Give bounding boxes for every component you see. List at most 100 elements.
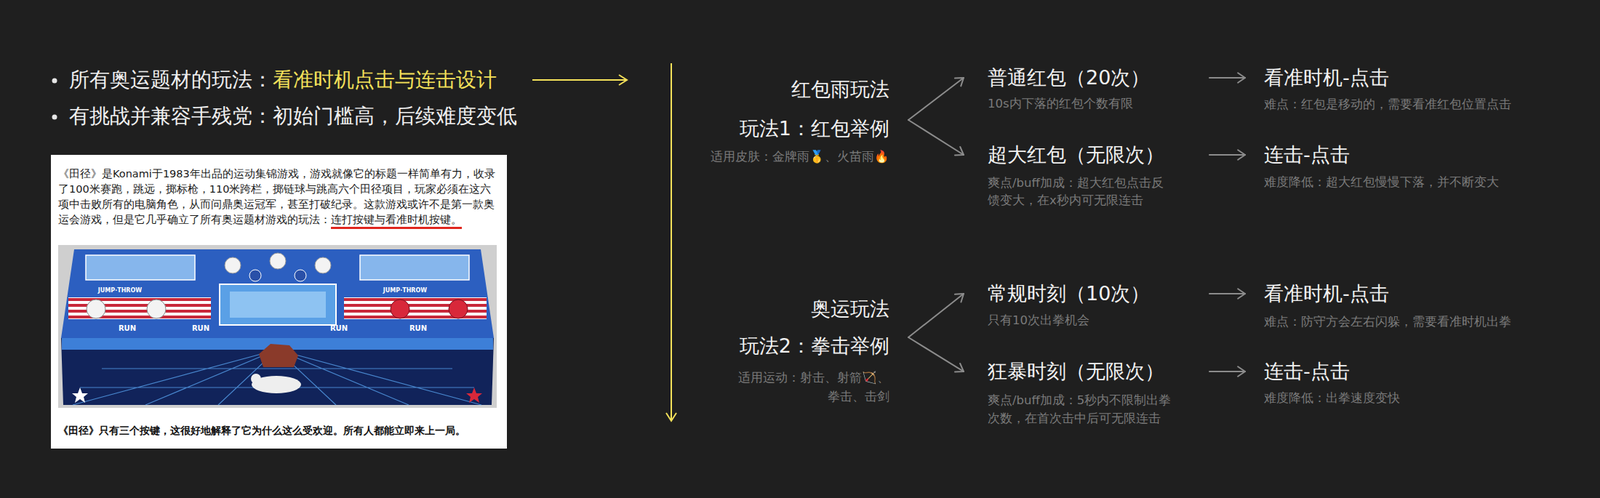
- step-note: 难点：防守方会左右闪躲，需要看准时机出拳: [1264, 314, 1584, 331]
- info-plate: [360, 255, 470, 280]
- step-title: 看准时机-点击: [1264, 64, 1586, 91]
- connector-line: [908, 120, 964, 155]
- connector-line: [1209, 154, 1246, 156]
- connector-line: [908, 293, 964, 338]
- step-title: 连击-点击: [1264, 358, 1586, 385]
- step-title: 看准时机-点击: [1264, 280, 1586, 307]
- mode-group: 奥运玩法玩法2：拳击举例适用运动：射击、射箭🏹、拳击、击剑: [676, 296, 909, 407]
- step-item: 常规时刻（10次） 只有10次出拳机会: [963, 280, 1210, 329]
- arcade-panel-illustration: [58, 245, 497, 408]
- step-title: 狂暴时刻（无限次）: [987, 358, 1210, 385]
- panel-label: RUN: [409, 324, 427, 334]
- article-panel: 《田径》是Konami于1983年出品的运动集锦游戏，游戏就像它的标题一样简单有…: [50, 154, 507, 449]
- center-plate: [219, 284, 336, 326]
- center-plate-inner: [229, 291, 326, 318]
- white-button: [269, 253, 286, 270]
- step-title: 连击-点击: [1264, 141, 1586, 168]
- bullet-text: 有挑战并兼容手残党：初始门槛高，后续难度变低: [69, 104, 518, 128]
- panel-label: JUMP·THROW: [98, 287, 142, 295]
- info-plate: [85, 255, 195, 280]
- step-note: 10s内下落的红包个数有限: [987, 96, 1206, 112]
- connector: [908, 293, 964, 338]
- group-title: 奥运玩法: [676, 296, 890, 323]
- yellow-arrow-line: [532, 79, 627, 81]
- bullet-dot: [52, 114, 58, 120]
- mode-group: 红包雨玩法玩法1：红包举例适用皮肤：金牌雨🥇、火苗雨🔥: [676, 76, 909, 166]
- highlight-text: 看准时机点击与连击设计: [272, 67, 497, 92]
- white-button: [314, 257, 331, 274]
- step-title: 超大红包（无限次）: [987, 141, 1210, 168]
- connector-line: [908, 337, 964, 372]
- article-text: 《田径》是Konami于1983年出品的运动集锦游戏，游戏就像它的标题一样简单有…: [58, 166, 499, 228]
- runner-head: [250, 373, 262, 384]
- arrowhead: [954, 146, 964, 155]
- panel-label: JUMP·THROW: [383, 287, 427, 295]
- group-title: 红包雨玩法: [676, 76, 890, 103]
- bullet-line: 有挑战并兼容手残党：初始门槛高，后续难度变低: [69, 101, 518, 131]
- yellow-arrowhead: [666, 413, 677, 422]
- photo-ground: [58, 245, 497, 408]
- panel-label: RUN: [330, 324, 348, 334]
- step-item: 连击-点击难度降低：超大红包慢慢下落，并不断变大: [1245, 141, 1586, 191]
- connector-line: [908, 77, 964, 120]
- connector: [908, 337, 964, 373]
- connector: [908, 120, 964, 155]
- panel-label: RUN: [118, 324, 136, 334]
- red-underline: [330, 226, 462, 230]
- connector: [1209, 288, 1246, 299]
- connector: [1209, 366, 1246, 377]
- yellow-vertical-line: [670, 63, 672, 421]
- group-note: 适用运动：射击、射箭🏹、拳击、击剑: [730, 368, 890, 407]
- panel-label: RUN: [192, 324, 210, 334]
- bullet-line: 所有奥运题材的玩法：看准时机点击与连击设计: [69, 65, 497, 95]
- stripe-ground: [68, 297, 211, 320]
- group-subtitle: 玩法1：红包举例: [676, 115, 890, 142]
- bullet-text: 所有奥运题材的玩法：: [69, 67, 273, 92]
- step-note: 难度降低：超大红包慢慢下落，并不断变大: [1264, 174, 1584, 191]
- step-item: 看准时机-点击难点：红包是移动的，需要看准红包位置点击: [1245, 64, 1586, 113]
- connector: [908, 77, 964, 120]
- blue-button: [294, 269, 307, 282]
- stripe-ground: [344, 297, 487, 320]
- step-note: 爽点/buff加成：超大红包点击反馈变大，在x秒内可无限连击: [987, 174, 1171, 210]
- article-panel-ground: [50, 154, 507, 449]
- arrowhead: [1237, 72, 1246, 83]
- arrowhead: [954, 293, 964, 302]
- step-item: 连击-点击难度降低：出拳速度变快: [1245, 358, 1586, 407]
- group-subtitle: 玩法2：拳击举例: [676, 333, 890, 360]
- arrowhead: [1237, 149, 1246, 160]
- white-button: [146, 299, 166, 319]
- yellow-arrowhead: [618, 74, 627, 86]
- step-title: 普通红包（20次）: [987, 64, 1210, 91]
- panel-top-face: [61, 249, 494, 339]
- connector: [1209, 149, 1246, 160]
- step-item: 看准时机-点击难点：防守方会左右闪躲，需要看准时机出拳: [1245, 280, 1586, 331]
- bullet-dot: [52, 78, 58, 84]
- step-item: 超大红包（无限次） 爽点/buff加成：超大红包点击反馈变大，在x秒内可无限连击: [963, 141, 1210, 210]
- star: [72, 387, 88, 403]
- connector-line: [1209, 293, 1246, 295]
- arrowhead: [954, 77, 964, 86]
- step-item: 普通红包（20次） 10s内下落的红包个数有限: [963, 64, 1210, 112]
- step-item: 狂暴时刻（无限次） 爽点/buff加成：5秒内不限制出拳次数，在首次击中后可无限连…: [963, 358, 1210, 428]
- red-button: [448, 299, 468, 319]
- step-note: 难点：红包是移动的，需要看准红包位置点击: [1264, 96, 1584, 113]
- connector-line: [1209, 370, 1246, 373]
- white-button: [86, 299, 106, 319]
- connector: [1209, 72, 1246, 83]
- step-title: 常规时刻（10次）: [987, 280, 1210, 307]
- white-button: [224, 257, 241, 274]
- star: [466, 387, 483, 403]
- arrowhead: [1237, 288, 1246, 299]
- connector-line: [1209, 77, 1246, 79]
- arrowhead: [954, 363, 964, 373]
- article-caption: 《田径》只有三个按键，这很好地解释了它为什么这么受欢迎。所有人都能立即来上一局。: [58, 423, 499, 438]
- arrowhead: [1237, 366, 1246, 377]
- red-button: [390, 299, 410, 319]
- step-note: 难度降低：出拳速度变快: [1264, 390, 1584, 407]
- step-note: 只有10次出拳机会: [987, 312, 1206, 329]
- group-note: 适用皮肤：金牌雨🥇、火苗雨🔥: [676, 149, 890, 166]
- step-note: 爽点/buff加成：5秒内不限制出拳次数，在首次击中后可无限连击: [987, 391, 1181, 428]
- rock-figure: [258, 344, 299, 368]
